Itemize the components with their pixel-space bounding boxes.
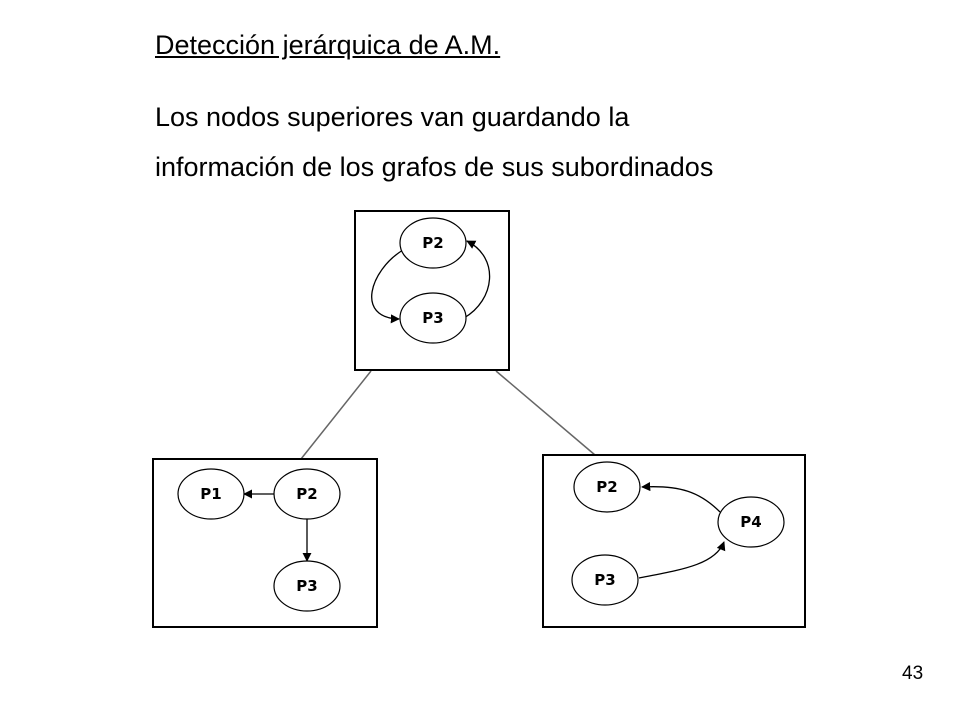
left-node-p1-label: P1 <box>200 485 221 503</box>
connector-top-to-left <box>300 370 372 460</box>
body-line-2: información de los grafos de sus subordi… <box>155 152 714 182</box>
right-node-p4-label: P4 <box>740 513 761 531</box>
left-box: P1 P2 P3 <box>152 458 378 628</box>
top-node-p2: P2 <box>399 217 467 269</box>
top-node-p3: P3 <box>399 292 467 344</box>
left-node-p3-label: P3 <box>296 577 317 595</box>
left-node-p2-label: P2 <box>296 485 317 503</box>
body-line-1: Los nodos superiores van guardando la <box>155 102 630 132</box>
connector-top-to-right <box>495 370 596 456</box>
right-edge-p4-to-p2 <box>641 482 721 513</box>
top-edge-p3-to-p2 <box>463 240 491 319</box>
right-node-p4: P4 <box>717 496 785 548</box>
right-node-p2: P2 <box>573 461 641 513</box>
right-node-p3: P3 <box>571 554 639 606</box>
top-edge-p2-to-p3 <box>371 249 404 324</box>
top-node-p3-label: P3 <box>422 309 443 327</box>
right-edge-p3-to-p4 <box>638 541 726 579</box>
page-number: 43 <box>902 663 924 684</box>
top-node-p2-label: P2 <box>422 234 443 252</box>
right-node-p2-label: P2 <box>596 478 617 496</box>
left-node-p3: P3 <box>273 560 341 612</box>
right-box: P2 P4 P3 <box>542 454 806 628</box>
left-node-p2: P2 <box>273 468 341 520</box>
slide-body-text: Los nodos superiores van guardando la in… <box>155 92 713 192</box>
left-node-p1: P1 <box>177 468 245 520</box>
top-box: P2 P3 <box>354 210 510 371</box>
slide-title: Detección jerárquica de A.M. <box>155 30 501 60</box>
right-node-p3-label: P3 <box>594 571 615 589</box>
